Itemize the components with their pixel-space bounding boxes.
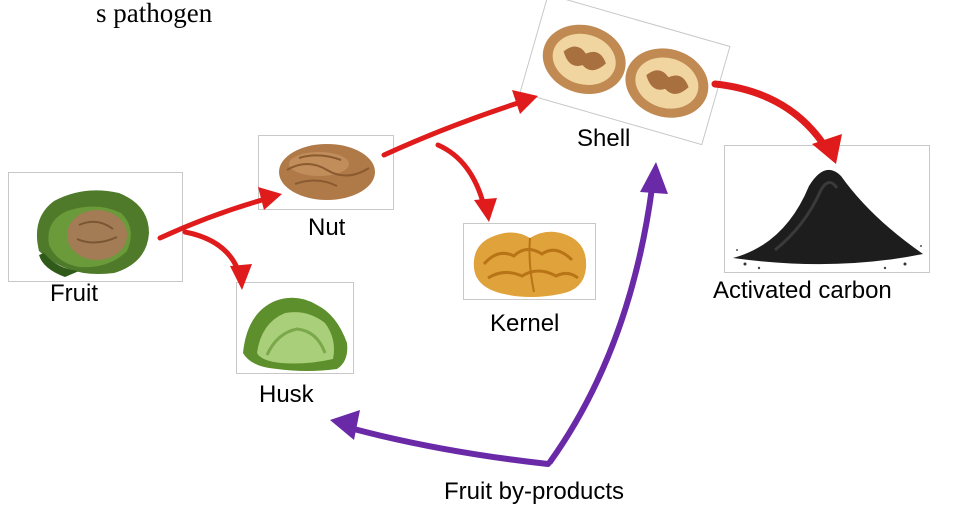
arrowhead-husk bbox=[230, 264, 252, 290]
arrow-nut-to-shell bbox=[384, 103, 518, 155]
arrowhead-kernel bbox=[474, 198, 497, 222]
arrowhead-husk-purple bbox=[330, 410, 360, 440]
arrow-fruit-to-nut bbox=[160, 200, 262, 238]
arrow-shell-to-carbon bbox=[715, 84, 826, 148]
arrowhead-shell-purple bbox=[640, 162, 668, 194]
arrow-byproducts-to-husk bbox=[350, 428, 548, 464]
arrowhead-nut bbox=[258, 187, 282, 210]
arrow-nut-to-kernel bbox=[438, 145, 484, 206]
arrow-fruit-to-husk bbox=[185, 232, 238, 270]
arrow-byproducts-to-shell bbox=[550, 188, 652, 462]
